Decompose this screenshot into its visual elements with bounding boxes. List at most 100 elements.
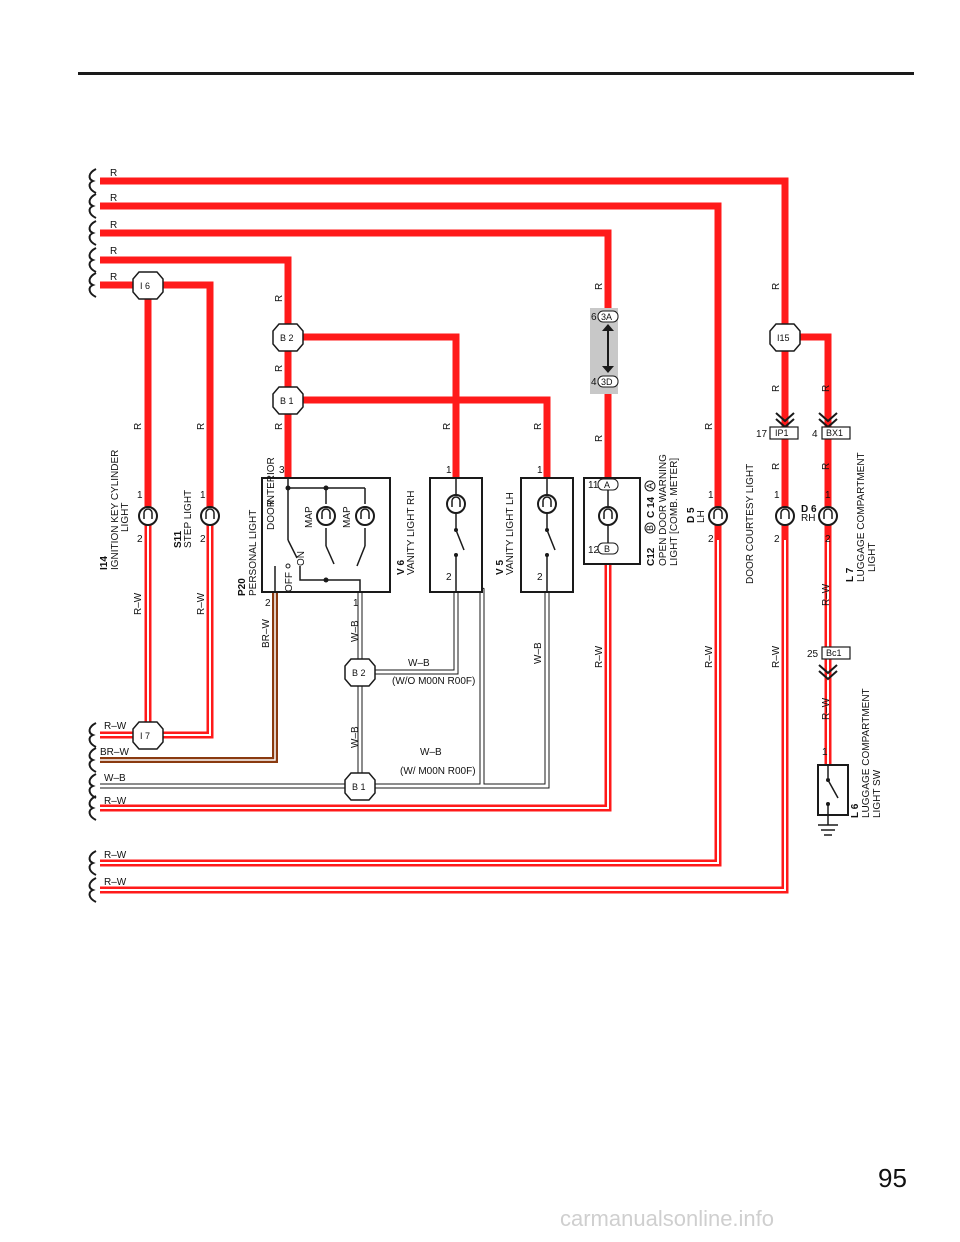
pin-number: 2: [137, 534, 143, 545]
svg-text:VANITY LIGHT RH: VANITY LIGHT RH: [406, 491, 417, 575]
svg-text:B 2: B 2: [352, 668, 366, 678]
vanity-light-rh-box: [429, 477, 483, 593]
header-rule: [78, 72, 914, 75]
svg-text:INTERIOR: INTERIOR: [266, 457, 277, 505]
component-l6-label: L 6 LUGGAGE COMPARTMENT LIGHT SW: [850, 688, 883, 818]
svg-text:4: 4: [812, 429, 818, 440]
svg-text:MAP: MAP: [342, 506, 353, 528]
pin-number: 2: [265, 598, 271, 609]
luggage-light-switch-box: [817, 764, 849, 825]
svg-text:12: 12: [588, 545, 600, 556]
svg-text:B: B: [645, 525, 655, 531]
svg-text:R: R: [771, 283, 782, 290]
pin-number: 1: [537, 465, 543, 476]
svg-text:S11: S11: [173, 530, 184, 548]
pin-number: 1: [353, 598, 359, 609]
svg-text:I 7: I 7: [140, 731, 150, 741]
wire-label: W–B: [408, 658, 430, 669]
svg-text:4: 4: [591, 377, 597, 388]
connector-bc1: Bc1 25: [807, 646, 851, 681]
open-door-warning-box: A B 11 12: [583, 477, 641, 565]
svg-text:R: R: [533, 423, 544, 430]
wire-label: R: [110, 168, 117, 179]
svg-text:R–W: R–W: [821, 583, 832, 606]
svg-text:R: R: [442, 423, 453, 430]
svg-text:B 1: B 1: [352, 782, 366, 792]
svg-text:A: A: [645, 483, 655, 489]
svg-text:OFF: OFF: [284, 572, 295, 592]
pin-number: 2: [708, 534, 714, 545]
svg-text:D 5: D 5: [686, 507, 697, 523]
svg-text:R–W: R–W: [133, 592, 144, 615]
svg-text:P20: P20: [237, 578, 248, 596]
component-c12-label: C12 B C 14 A OPEN DOOR WARNING LIGHT [CO…: [644, 454, 680, 566]
svg-text:I 6: I 6: [140, 281, 150, 291]
svg-text:OPEN DOOR WARNING: OPEN DOOR WARNING: [658, 454, 669, 566]
wire-label: R: [110, 246, 117, 257]
page-number: 95: [878, 1163, 907, 1193]
brown-wire-stripe: [100, 590, 276, 761]
component-v6-label: V 6 VANITY LIGHT RH: [396, 491, 417, 575]
svg-text:R–W: R–W: [821, 697, 832, 720]
svg-text:I15: I15: [777, 333, 790, 343]
pin-number: 1: [822, 747, 828, 758]
svg-text:R–W: R–W: [594, 645, 605, 668]
junction-i15: I15: [769, 323, 801, 352]
svg-text:R: R: [274, 295, 285, 302]
svg-text:17: 17: [756, 429, 768, 440]
svg-text:3A: 3A: [601, 312, 612, 322]
wire-label: R: [110, 220, 117, 231]
svg-text:I14: I14: [99, 556, 110, 570]
junction-b2-top: B 2: [272, 323, 304, 352]
svg-text:R: R: [771, 385, 782, 392]
junction-i7: I 7: [132, 721, 164, 750]
svg-text:LIGHT SW: LIGHT SW: [872, 769, 883, 818]
wire-label: R–W: [104, 850, 127, 861]
wire-label: R–W: [104, 721, 127, 732]
wb-wires: [100, 579, 550, 789]
wire-label: R–W: [104, 796, 127, 807]
bulb-i14: [138, 506, 158, 526]
junction-b1-bottom: B 1: [344, 772, 376, 801]
svg-text:LUGGAGE COMPARTMENT: LUGGAGE COMPARTMENT: [861, 688, 872, 818]
wire-label: W–B: [104, 773, 126, 784]
svg-text:L 6: L 6: [850, 803, 861, 818]
wo-moon-roof-note: (W/O M00N R00F): [392, 676, 475, 687]
pin-number: 1: [137, 490, 143, 501]
svg-text:11: 11: [588, 480, 599, 491]
svg-text:W–B: W–B: [533, 642, 544, 664]
pin-number: 1: [825, 490, 831, 501]
pin-number: 2: [825, 534, 831, 545]
svg-text:B 2: B 2: [280, 333, 294, 343]
pin-number: 2: [200, 534, 206, 545]
svg-text:B: B: [604, 544, 610, 554]
connector-ip1: IP1 17: [756, 412, 799, 440]
svg-text:ON: ON: [296, 551, 307, 566]
svg-text:L 7: L 7: [845, 567, 856, 582]
vanity-light-lh-box: [520, 477, 574, 593]
wire-label: R: [110, 193, 117, 204]
component-courtesy-label: DOOR COURTESY LIGHT: [745, 464, 756, 584]
svg-text:BX1: BX1: [826, 428, 843, 438]
svg-text:MAP: MAP: [304, 506, 315, 528]
personal-light-box: [261, 477, 391, 593]
svg-text:R–W: R–W: [704, 645, 715, 668]
pin-number: 1: [446, 465, 452, 476]
svg-text:W–B: W–B: [350, 620, 361, 642]
svg-text:LH: LH: [696, 510, 707, 523]
svg-text:VANITY LIGHT LH: VANITY LIGHT LH: [505, 492, 516, 575]
pin-number: 2: [774, 534, 780, 545]
bulb-s11: [200, 506, 220, 526]
svg-text:STEP LIGHT: STEP LIGHT: [183, 490, 194, 548]
svg-text:LIGHT [COMB. METER]: LIGHT [COMB. METER]: [669, 458, 680, 566]
pin-number: 2: [446, 572, 452, 583]
svg-text:A: A: [604, 480, 610, 490]
svg-text:C 14: C 14: [646, 496, 657, 518]
component-s11-label: S11 STEP LIGHT: [173, 490, 194, 548]
svg-text:D 6: D 6: [801, 504, 817, 515]
svg-text:IGNITION KEY CYLINDER: IGNITION KEY CYLINDER: [110, 450, 121, 570]
pin-number: 2: [537, 572, 543, 583]
component-d5-label: D 5 LH: [686, 507, 707, 523]
svg-text:6: 6: [591, 312, 597, 323]
